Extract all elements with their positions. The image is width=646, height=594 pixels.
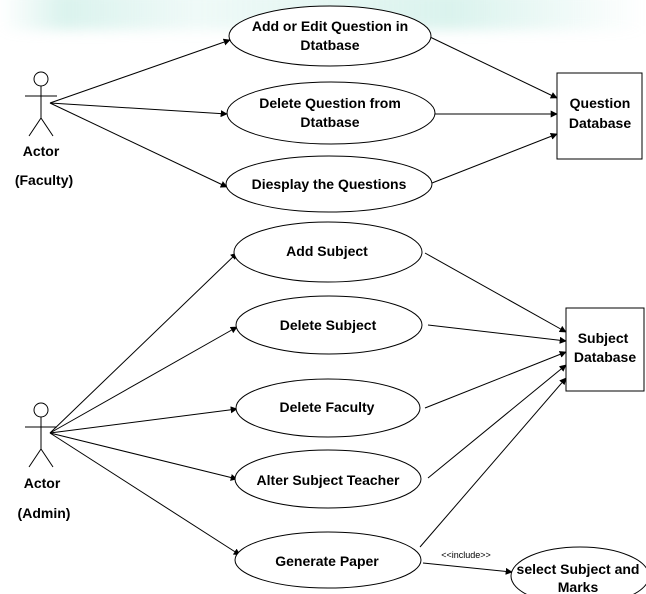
edge-generate-paper-sdb [419,377,567,548]
edge-admin-generate-paper [49,432,241,556]
edge-add-subject-sdb [424,252,567,333]
use-case-add-edit-question-line2: Dtatbase [300,37,359,53]
faculty-actor-name: Actor [23,143,60,159]
edge-faculty-add-edit [49,38,231,104]
use-case-add-subject-label: Add Subject [286,243,368,259]
use-case-select-subject-marks[interactable] [510,546,646,594]
use-case-generate-paper[interactable] [234,531,422,589]
use-case-select-subject-marks-line2: Marks [558,579,599,594]
faculty-actor-icon [25,71,57,137]
use-case-display-questions[interactable] [225,155,433,213]
subject-database-line1: Subject [578,330,629,346]
edge-delete-faculty-sdb [424,351,567,409]
use-case-delete-question-line1: Delete Question from [259,95,401,111]
use-case-alter-teacher-label: Alter Subject Teacher [257,472,400,488]
use-case-delete-subject[interactable] [235,295,423,355]
use-case-select-subject-marks-line1: select Subject and [517,561,640,577]
edge-admin-delete-subject [49,326,238,434]
question-database-line1: Question [570,95,631,111]
question-database-box[interactable] [556,72,643,160]
use-case-alter-teacher[interactable] [234,449,422,509]
include-label: <<include>> [441,550,491,560]
admin-actor-role: (Admin) [18,505,71,521]
use-case-add-subject[interactable] [233,221,423,283]
use-case-delete-subject-label: Delete Subject [280,317,377,333]
use-case-display-questions-label: Diesplay the Questions [252,176,407,192]
use-case-generate-paper-label: Generate Paper [275,553,379,569]
use-case-add-edit-question-line1: Add or Edit Question in [252,18,408,34]
admin-actor-icon [25,402,57,468]
admin-actor-name: Actor [24,475,61,491]
edge-display-qdb [431,133,558,184]
edge-faculty-delete-question [49,102,228,118]
faculty-actor-role: (Faculty) [15,172,73,188]
question-database-line2: Database [569,115,631,131]
edge-admin-alter-teacher [49,432,238,481]
edge-admin-delete-faculty [49,406,238,434]
edge-faculty-display [49,102,228,188]
edge-alter-teacher-sdb [427,364,567,479]
use-case-delete-faculty[interactable] [235,378,421,438]
use-case-add-edit-question[interactable] [228,5,432,67]
use-case-delete-question[interactable] [226,81,436,145]
use-case-delete-faculty-label: Delete Faculty [280,399,375,415]
use-case-delete-question-line2: Dtatbase [300,114,359,130]
edge-add-edit-qdb [429,36,558,99]
edge-delete-subject-sdb [427,324,567,344]
subject-database-box[interactable] [565,307,645,392]
subject-database-line2: Database [574,349,636,365]
include-edge [422,562,513,575]
edge-admin-add-subject [49,252,238,434]
